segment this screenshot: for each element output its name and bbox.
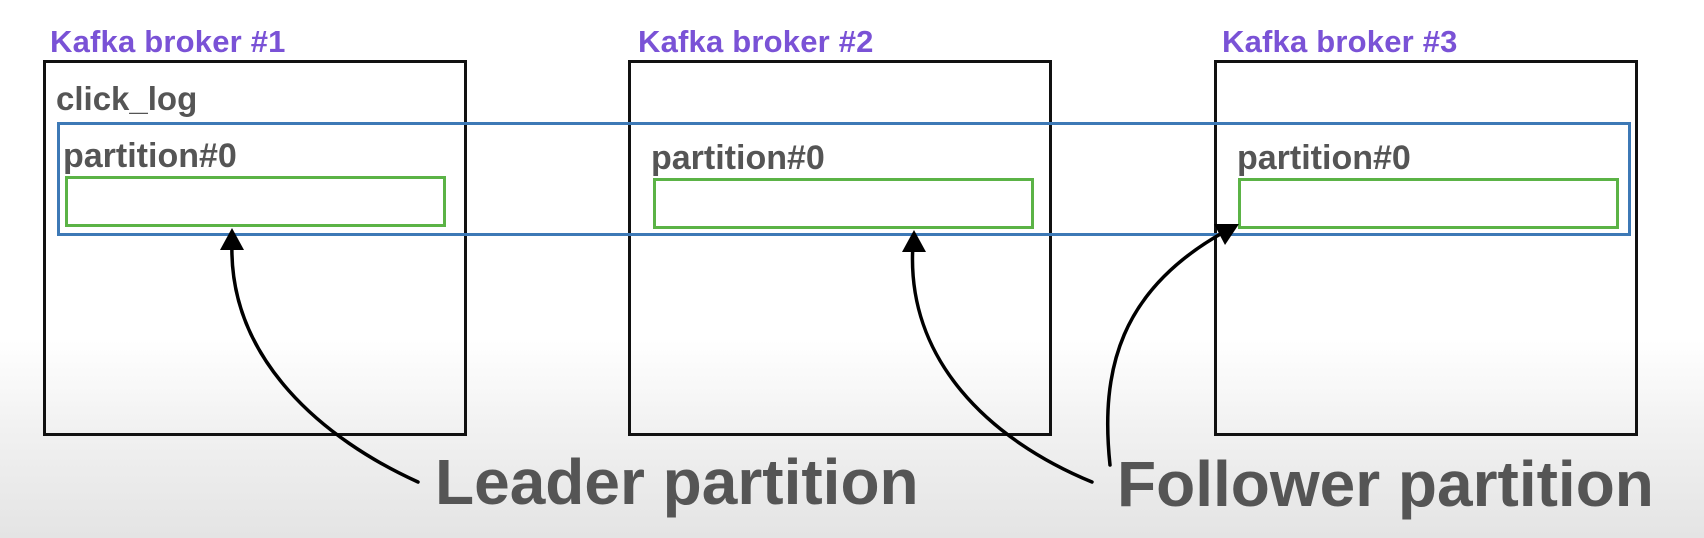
broker-2-partition-label: partition#0 xyxy=(651,139,825,177)
broker-2-follower-replica xyxy=(653,178,1034,229)
follower-arrow-2 xyxy=(1106,230,1226,467)
broker-1-title: Kafka broker #1 xyxy=(50,24,286,59)
follower-arrow-1 xyxy=(910,242,1094,484)
broker-3-partition-label: partition#0 xyxy=(1237,139,1411,177)
leader-arrowhead xyxy=(220,228,244,250)
broker-1-partition-label: partition#0 xyxy=(63,137,237,175)
follower-arrowhead-1 xyxy=(902,230,926,252)
leader-partition-label: Leader partition xyxy=(435,446,919,518)
broker-3-box xyxy=(1214,60,1638,436)
broker-3-title: Kafka broker #3 xyxy=(1222,24,1458,59)
topic-partition-band xyxy=(57,122,1631,236)
broker-2-box xyxy=(628,60,1052,436)
broker-3-follower-replica xyxy=(1238,178,1619,229)
broker-2-title: Kafka broker #2 xyxy=(638,24,874,59)
follower-partition-label: Follower partition xyxy=(1117,448,1654,520)
broker-1-leader-replica xyxy=(65,176,446,227)
topic-label: click_log xyxy=(56,80,198,117)
follower-arrowhead-2 xyxy=(1214,224,1239,245)
broker-1-box xyxy=(43,60,467,436)
leader-arrow xyxy=(230,240,420,484)
